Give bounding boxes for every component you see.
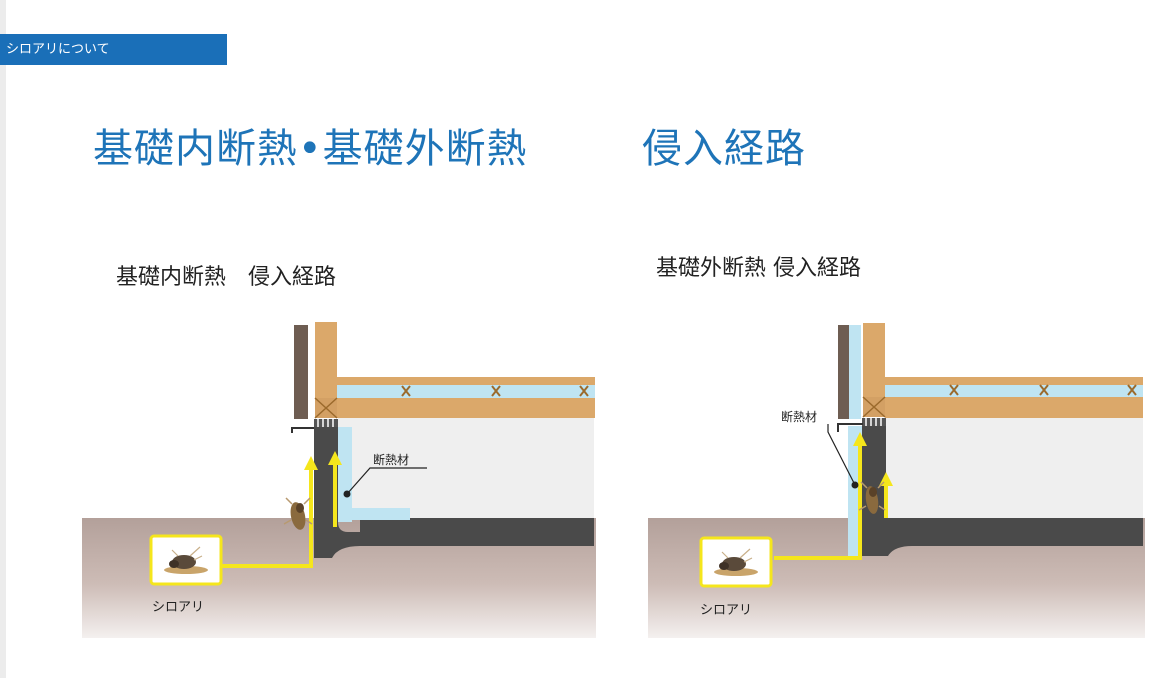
sill-flashing <box>837 423 863 432</box>
interior-space <box>886 418 1143 518</box>
exterior-siding <box>838 325 849 419</box>
insulation-panels <box>338 427 410 522</box>
termite-climbing <box>283 497 313 530</box>
wall-stud <box>863 323 885 401</box>
termite-label: シロアリ <box>152 600 204 615</box>
insulation-label: 断熱材 <box>781 409 817 424</box>
page-title-right: 侵入経路 <box>642 126 806 172</box>
insulation-callout <box>827 424 859 489</box>
inner-insulation-diagram: 断熱材 シロアリ <box>82 322 596 638</box>
termite-label: シロアリ <box>700 603 752 618</box>
floor-structure <box>885 377 1143 418</box>
termite-icon <box>714 548 758 576</box>
sill-plate <box>314 397 338 419</box>
termite-climbing <box>858 481 886 514</box>
wall-insulation <box>849 325 861 419</box>
termite-mesh <box>862 418 886 426</box>
diagram-subtitle-inner: 基礎内断熱 侵入経路 <box>116 265 337 290</box>
left-edge-rule <box>0 0 6 678</box>
termite-path <box>220 451 342 568</box>
insulation-label: 断熱材 <box>373 452 409 467</box>
termite-icon <box>164 546 208 574</box>
section-tag: シロアリについて <box>0 34 227 65</box>
floor-structure <box>337 377 595 418</box>
page-title-left: 基礎内断熱•基礎外断熱 <box>93 126 528 172</box>
insulation-callout <box>343 467 427 498</box>
termite-path <box>774 432 893 560</box>
wall-stud <box>315 322 337 402</box>
foundation-concrete <box>862 426 1143 556</box>
diagram-subtitle-outer: 基礎外断熱 侵入経路 <box>656 256 861 281</box>
sill-plate <box>862 396 886 418</box>
termite-mesh <box>314 419 338 427</box>
exterior-siding <box>294 325 308 419</box>
outer-insulation-diagram: 断熱材 シロアリ <box>648 323 1145 638</box>
foundation-concrete <box>314 427 594 558</box>
